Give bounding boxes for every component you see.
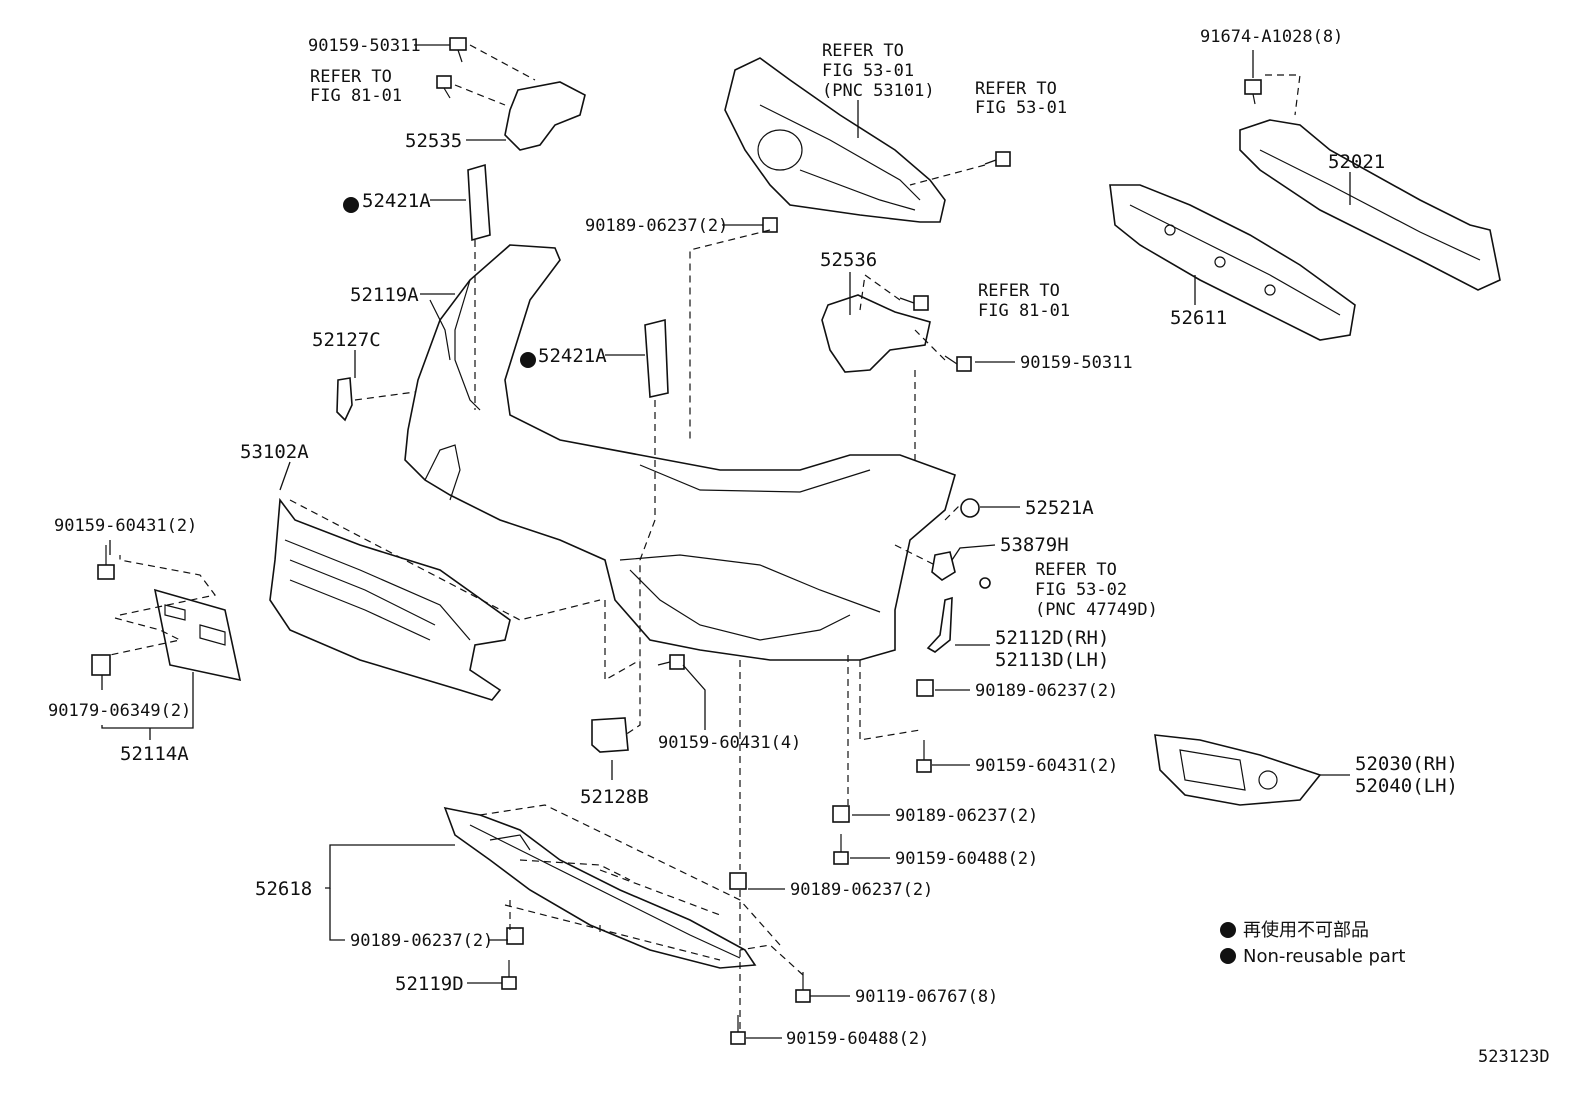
label-90189-06237-c: 90189-06237(2) (790, 880, 933, 900)
lower-grille-53102A[interactable] (269, 497, 511, 701)
assembly-lines (109, 44, 1301, 1030)
label-52128B: 52128B (580, 786, 649, 808)
side-bracket-52112D[interactable] (926, 596, 953, 653)
label-90159-60488-r: 90159-60488(2) (895, 849, 1038, 869)
non-reusable-dot-2 (520, 352, 536, 368)
license-bracket-52114A[interactable] (153, 588, 242, 682)
bracket-52536[interactable] (821, 294, 931, 373)
label-90159-60431-2-r: 90159-60431(2) (975, 756, 1118, 776)
label-90189-06237-l: 90189-06237(2) (350, 931, 493, 951)
clip-90189-06237-c[interactable] (729, 872, 747, 890)
bolt-90159-60431-4[interactable] (657, 654, 685, 670)
label-52113D: 52113D(LH) (995, 649, 1109, 671)
label-90189-06237-r1: 90189-06237(2) (975, 681, 1118, 701)
bolt-90159-60488-r[interactable] (833, 834, 849, 865)
bolt-refer5302[interactable] (979, 577, 991, 589)
spacer-52421A-left[interactable] (467, 163, 491, 242)
retainer-53879H[interactable] (931, 551, 956, 581)
bolt-refer5301-right[interactable] (984, 151, 1011, 167)
bolt-90159-50311-top[interactable] (449, 37, 467, 63)
label-52114A: 52114A (120, 743, 189, 765)
label-90159-60431-4: 90159-60431(4) (658, 733, 801, 753)
bolt-90159-60488-b[interactable] (730, 1015, 746, 1045)
legend-dot-japanese (1220, 922, 1236, 938)
label-52119D: 52119D (395, 973, 464, 995)
label-52536: 52536 (820, 249, 877, 271)
label-52611: 52611 (1170, 307, 1227, 329)
upper-grille-assembly[interactable] (724, 57, 946, 223)
label-53102A: 53102A (240, 441, 309, 463)
legend-english: Non-reusable part (1243, 946, 1405, 967)
label-52030: 52030(RH) (1355, 753, 1458, 775)
label-90189-06237-top: 90189-06237(2) (585, 216, 728, 236)
clip-52521A[interactable] (960, 498, 980, 518)
label-90159-60431-2-left: 90159-60431(2) (54, 516, 197, 536)
label-refer5302-1: REFER TO (1035, 560, 1117, 580)
label-52618: 52618 (255, 878, 312, 900)
clip-90189-06237-r2[interactable] (832, 805, 850, 823)
bolt-refer81-top[interactable] (436, 75, 452, 99)
label-refer5301-grille-3: (PNC 53101) (822, 81, 935, 101)
labels: 90159-50311 REFER TO FIG 81-01 52535 524… (48, 27, 1458, 1049)
label-52521A: 52521A (1025, 497, 1094, 519)
bolt-refer81-mid[interactable] (899, 295, 929, 311)
label-refer5301-grille-1: REFER TO (822, 41, 904, 61)
label-53879H: 53879H (1000, 534, 1069, 556)
label-52421A-left: 52421A (362, 190, 431, 212)
label-90159-50311-top: 90159-50311 (308, 36, 421, 56)
label-90179-06349: 90179-06349(2) (48, 701, 191, 721)
cap-52127C[interactable] (336, 377, 353, 422)
reinforcement-52021[interactable] (1239, 119, 1501, 291)
label-90159-60488-b: 90159-60488(2) (786, 1029, 929, 1049)
label-52127C: 52127C (312, 329, 381, 351)
label-52021: 52021 (1328, 151, 1385, 173)
legend-japanese: 再使用不可部品 (1243, 920, 1369, 941)
label-52119A: 52119A (350, 284, 419, 306)
label-refer5302-3: (PNC 47749D) (1035, 600, 1158, 620)
label-90159-50311-mid: 90159-50311 (1020, 353, 1133, 373)
legend-dot-english (1220, 948, 1236, 964)
cover-52128B[interactable] (591, 717, 629, 753)
label-refer81-top-2: FIG 81-01 (310, 86, 402, 106)
non-reusable-dot-1 (343, 197, 359, 213)
label-52040: 52040(LH) (1355, 775, 1458, 797)
label-refer81-top-1: REFER TO (310, 67, 392, 87)
label-90119-06767: 90119-06767(8) (855, 987, 998, 1007)
bolt-91674[interactable] (1244, 79, 1262, 105)
label-refer5302-2: FIG 53-02 (1035, 580, 1127, 600)
clip-90189-06237-top[interactable] (762, 217, 778, 233)
label-52535: 52535 (405, 130, 462, 152)
label-52421A-mid: 52421A (538, 345, 607, 367)
clip-90179-06349[interactable] (91, 654, 111, 676)
bolt-90159-50311-mid[interactable] (944, 355, 972, 372)
legend: 再使用不可部品 Non-reusable part (1220, 920, 1405, 967)
label-91674: 91674-A1028(8) (1200, 27, 1343, 47)
label-90189-06237-r2: 90189-06237(2) (895, 806, 1038, 826)
label-52112D: 52112D(RH) (995, 627, 1109, 649)
label-refer5301-right-2: FIG 53-01 (975, 98, 1067, 118)
fasteners (97, 37, 1262, 1045)
bolt-90119-06767[interactable] (795, 972, 811, 1003)
spacer-52421A-mid[interactable] (644, 318, 669, 398)
label-refer81-mid-2: FIG 81-01 (978, 301, 1070, 321)
bolt-90159-60431-left[interactable] (97, 545, 115, 580)
label-refer5301-right-1: REFER TO (975, 79, 1057, 99)
bolt-52119D[interactable] (501, 960, 517, 990)
fog-cover-52030[interactable] (1154, 734, 1322, 806)
undercover-52618[interactable] (443, 806, 757, 969)
clip-90189-06237-r1[interactable] (916, 679, 934, 697)
leader-lines (101, 44, 1351, 1039)
label-refer5301-grille-2: FIG 53-01 (822, 61, 914, 81)
bracket-52535[interactable] (504, 81, 586, 151)
label-refer81-mid-1: REFER TO (978, 281, 1060, 301)
figure-id: 523123D (1478, 1047, 1550, 1067)
absorber-52611[interactable] (1109, 184, 1356, 341)
bumper-cover-52119A[interactable] (404, 244, 956, 661)
clip-90189-06237-l[interactable] (506, 927, 524, 945)
bolt-90159-60431-2-r[interactable] (916, 740, 932, 773)
